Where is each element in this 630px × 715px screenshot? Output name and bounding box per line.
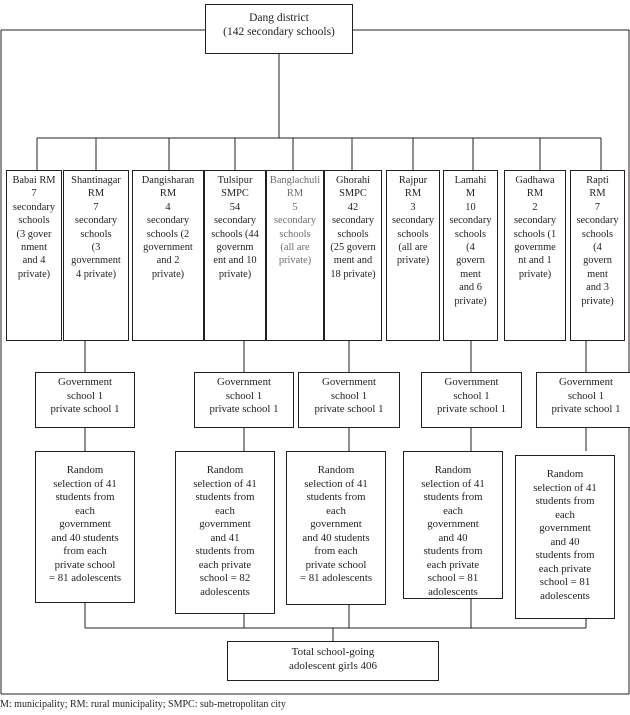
node-label: Rapti RM 7 secondary schools (4 govern m… (576, 175, 619, 307)
random-selection-3: Random selection of 41 students from eac… (286, 451, 386, 605)
node-label: Babai RM 7 secondary schools (3 gover nm… (12, 175, 56, 280)
selection-label: Random selection of 41 students from eac… (193, 464, 257, 598)
group-label: Government school 1 private school 1 (551, 376, 621, 415)
node-label: Gadhawa RM 2 secondary schools (1 govern… (513, 175, 557, 280)
node-rapti-rm: Rapti RM 7 secondary schools (4 govern m… (570, 170, 625, 341)
node-shantinagar-rm: Shantinagar RM 7 secondary schools (3 go… (63, 170, 129, 341)
node-label: Banglachuli RM 5 secondary schools (all … (269, 175, 321, 267)
node-ghorahi-smpc: Ghorahi SMPC 42 secondary schools (25 go… (324, 170, 382, 341)
random-selection-1: Random selection of 41 students from eac… (35, 451, 135, 603)
node-gadhawa-rm: Gadhawa RM 2 secondary schools (1 govern… (504, 170, 566, 341)
node-babai-rm: Babai RM 7 secondary schools (3 gover nm… (6, 170, 62, 341)
government-group-5: Government school 1 private school 1 (536, 372, 630, 428)
selection-label: Random selection of 41 students from eac… (299, 464, 373, 584)
group-label: Government school 1 private school 1 (314, 376, 384, 415)
node-banglachuli-rm: Banglachuli RM 5 secondary schools (all … (266, 170, 324, 341)
government-group-2: Government school 1 private school 1 (194, 372, 294, 428)
node-label: Ghorahi SMPC 42 secondary schools (25 go… (330, 175, 376, 280)
footnote-abbreviations: M: municipality; RM: rural municipality;… (0, 699, 286, 710)
node-tulsipur-smpc: Tulsipur SMPC 54 secondary schools (44 g… (204, 170, 266, 341)
random-selection-2: Random selection of 41 students from eac… (175, 451, 275, 614)
node-dangisharan-rm: Dangisharan RM 4 secondary schools (2 go… (132, 170, 204, 341)
node-lamahi-m: Lamahi M 10 secondary schools (4 govern … (443, 170, 498, 341)
government-group-3: Government school 1 private school 1 (298, 372, 400, 428)
government-group-4: Government school 1 private school 1 (421, 372, 522, 428)
selection-label: Random selection of 41 students from eac… (533, 468, 597, 602)
random-selection-4: Random selection of 41 students from eac… (403, 451, 503, 599)
node-label: Dangisharan RM 4 secondary schools (2 go… (141, 175, 195, 280)
group-label: Government school 1 private school 1 (50, 376, 120, 415)
node-label: Tulsipur SMPC 54 secondary schools (44 g… (211, 175, 259, 280)
government-group-1: Government school 1 private school 1 (35, 372, 135, 428)
group-label: Government school 1 private school 1 (437, 376, 506, 415)
root-node-dang-district: Dang district (142 secondary schools) (205, 4, 353, 54)
root-label: Dang district (142 secondary schools) (223, 12, 335, 38)
group-label: Government school 1 private school 1 (209, 376, 279, 415)
total-adolescent-girls-node: Total school-going adolescent girls 406 (227, 641, 439, 681)
node-label: Shantinagar RM 7 secondary schools (3 go… (71, 175, 121, 280)
selection-label: Random selection of 41 students from eac… (421, 464, 485, 598)
node-rajpur-rm: Rajpur RM 3 secondary schools (all are p… (386, 170, 440, 341)
node-label: Lamahi M 10 secondary schools (4 govern … (449, 175, 492, 307)
random-selection-5: Random selection of 41 students from eac… (515, 455, 615, 619)
node-label: Rajpur RM 3 secondary schools (all are p… (391, 175, 435, 267)
total-label: Total school-going adolescent girls 406 (289, 646, 377, 672)
selection-label: Random selection of 41 students from eac… (48, 464, 122, 584)
